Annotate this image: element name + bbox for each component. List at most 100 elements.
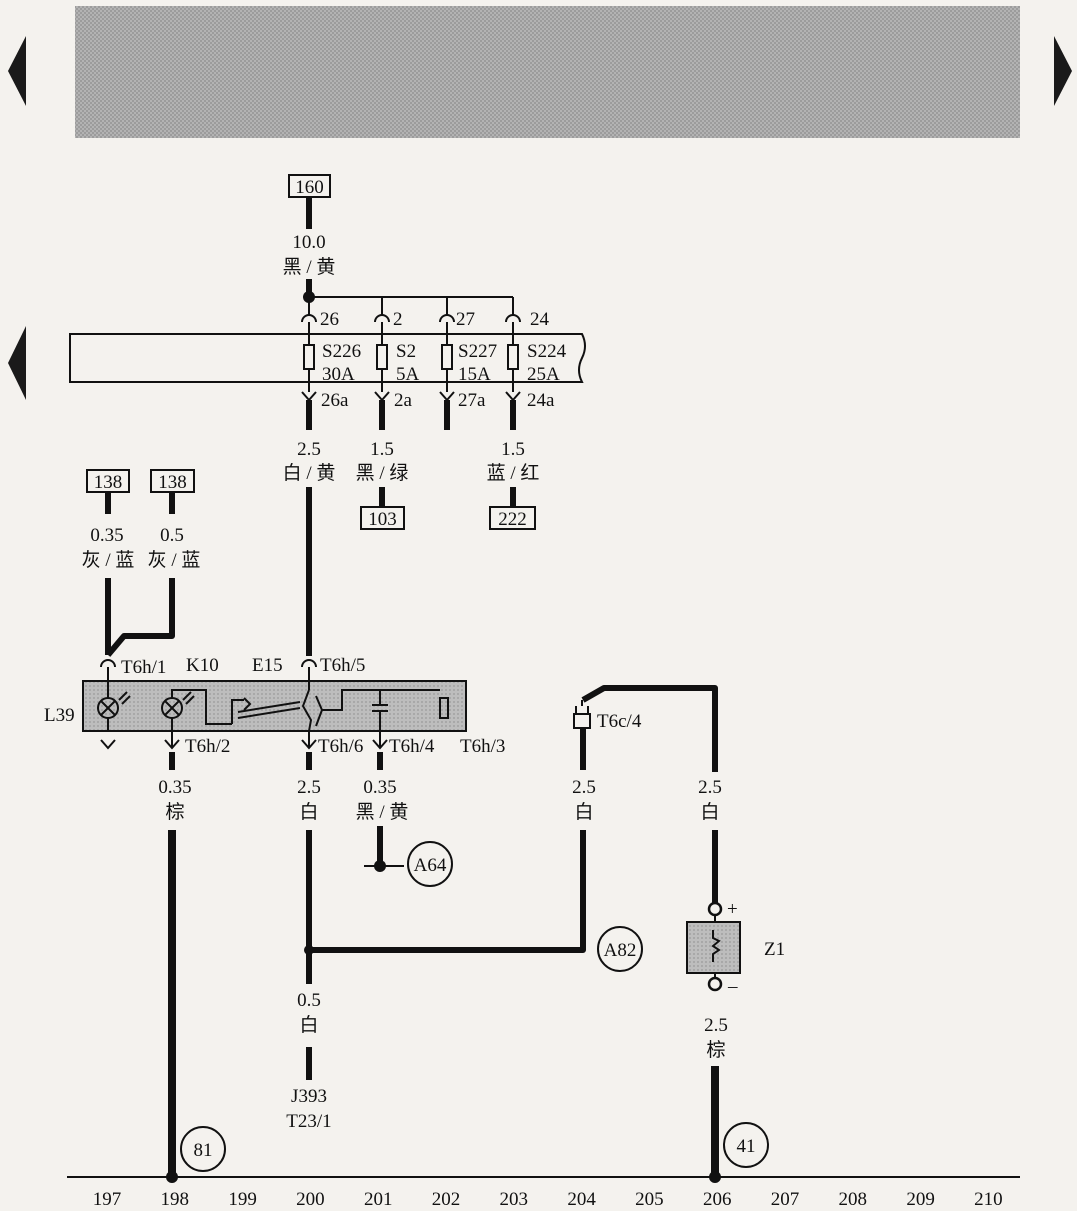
svg-text:A64: A64 bbox=[414, 855, 447, 876]
wire-26a-color: 白 / 黄 bbox=[283, 462, 336, 484]
main-wire-color: 黑 / 黄 bbox=[283, 256, 336, 278]
ref-box-103: 103 bbox=[360, 506, 405, 530]
fuse-s2: 2 S2 5A 2a bbox=[374, 309, 420, 430]
svg-text:26: 26 bbox=[320, 309, 339, 330]
axis-number: 210 bbox=[974, 1189, 1003, 1210]
pin-t6h3: T6h/3 bbox=[460, 736, 505, 757]
main-wire-gauge: 10.0 bbox=[292, 232, 325, 253]
axis-number: 209 bbox=[906, 1189, 935, 1210]
fuse-s226: 26 S226 30A 26a bbox=[301, 309, 361, 430]
wire-26a-gauge: 2.5 bbox=[297, 439, 321, 460]
pin-t6h4: T6h/4 bbox=[389, 736, 435, 757]
wire-t6h6-color: 白 bbox=[299, 801, 318, 823]
axis-number: 197 bbox=[93, 1189, 122, 1210]
wire-t6h4-gauge: 0.35 bbox=[363, 777, 396, 798]
label-e15: E15 bbox=[252, 655, 283, 676]
wire-j393-gauge: 0.5 bbox=[297, 990, 321, 1011]
wire-z1-bottom-color: 棕 bbox=[706, 1039, 725, 1061]
svg-text:2: 2 bbox=[393, 309, 403, 330]
svg-text:S2: S2 bbox=[396, 341, 416, 362]
heater-element-z1 bbox=[686, 901, 741, 992]
label-j393: J393 bbox=[291, 1086, 327, 1107]
wire-2a-color: 黑 / 绿 bbox=[356, 462, 409, 484]
axis-number: 201 bbox=[364, 1189, 393, 1210]
label-t23-1: T23/1 bbox=[286, 1111, 331, 1132]
svg-text:2a: 2a bbox=[394, 390, 413, 411]
svg-text:A82: A82 bbox=[604, 940, 637, 961]
svg-text:103: 103 bbox=[368, 509, 397, 530]
wire-j393-color: 白 bbox=[299, 1014, 318, 1036]
label-l39: L39 bbox=[44, 705, 75, 726]
connector-t6c4 bbox=[573, 700, 591, 729]
svg-text:25A: 25A bbox=[527, 364, 560, 385]
label-z1: Z1 bbox=[764, 939, 785, 960]
z1-minus: – bbox=[727, 976, 738, 997]
svg-text:30A: 30A bbox=[322, 364, 355, 385]
axis-number: 205 bbox=[635, 1189, 664, 1210]
svg-text:41: 41 bbox=[737, 1136, 756, 1157]
svg-text:5A: 5A bbox=[396, 364, 420, 385]
svg-text:24: 24 bbox=[530, 309, 550, 330]
axis-number: 198 bbox=[161, 1189, 190, 1210]
left-wire1-color: 灰 / 蓝 bbox=[82, 549, 135, 571]
wire-24a-color: 蓝 / 红 bbox=[487, 462, 540, 484]
ref-box-top: 160 bbox=[288, 174, 331, 198]
svg-text:138: 138 bbox=[94, 472, 123, 493]
wire-t6c-color: 白 bbox=[574, 801, 593, 823]
pin-t6h5: T6h/5 bbox=[320, 655, 365, 676]
next-page-arrow-icon[interactable] bbox=[1054, 36, 1072, 106]
ref-box-138-b: 138 bbox=[150, 469, 195, 493]
fuse-s224: 24 S224 25A 24a bbox=[505, 309, 567, 430]
ground-41: 41 bbox=[723, 1122, 769, 1168]
wire-t6c-gauge: 2.5 bbox=[572, 777, 596, 798]
ground-a82: A82 bbox=[597, 926, 643, 972]
svg-text:S224: S224 bbox=[527, 341, 567, 362]
axis-number: 202 bbox=[432, 1189, 461, 1210]
wire-z1-bottom-gauge: 2.5 bbox=[704, 1015, 728, 1036]
left-wire2-color: 灰 / 蓝 bbox=[148, 549, 201, 571]
svg-text:26a: 26a bbox=[321, 390, 349, 411]
svg-text:160: 160 bbox=[295, 177, 324, 198]
label-t6c4: T6c/4 bbox=[597, 711, 642, 732]
svg-text:15A: 15A bbox=[458, 364, 491, 385]
pin-t6h6: T6h/6 bbox=[318, 736, 363, 757]
svg-text:27a: 27a bbox=[458, 390, 486, 411]
header-band bbox=[75, 6, 1020, 138]
axis-number: 204 bbox=[567, 1189, 596, 1210]
pin-t6h2: T6h/2 bbox=[185, 736, 230, 757]
label-k10: K10 bbox=[186, 655, 219, 676]
fuse-s227: 27 S227 15A 27a bbox=[439, 309, 497, 430]
axis-number: 199 bbox=[228, 1189, 257, 1210]
axis-number: 200 bbox=[296, 1189, 325, 1210]
ground-a64: A64 bbox=[407, 841, 453, 887]
svg-text:138: 138 bbox=[158, 472, 187, 493]
svg-text:S226: S226 bbox=[322, 341, 361, 362]
pin-t6h1: T6h/1 bbox=[121, 657, 166, 678]
prev-page-arrow-icon[interactable] bbox=[8, 36, 26, 106]
left-wire1-gauge: 0.35 bbox=[90, 525, 123, 546]
ground-81: 81 bbox=[180, 1126, 226, 1172]
wire-z1-top-gauge: 2.5 bbox=[698, 777, 722, 798]
prev-section-arrow-icon[interactable] bbox=[8, 326, 26, 400]
axis-number: 208 bbox=[839, 1189, 868, 1210]
svg-text:S227: S227 bbox=[458, 341, 497, 362]
z1-plus: + bbox=[727, 899, 738, 920]
wire-24a-gauge: 1.5 bbox=[501, 439, 525, 460]
wire-t6h2-color: 棕 bbox=[165, 801, 184, 823]
svg-text:24a: 24a bbox=[527, 390, 555, 411]
wire-t6h2-gauge: 0.35 bbox=[158, 777, 191, 798]
fuse-box-outline bbox=[69, 333, 586, 383]
wire-z1-top-color: 白 bbox=[700, 801, 719, 823]
left-wire2-gauge: 0.5 bbox=[160, 525, 184, 546]
wire-2a-gauge: 1.5 bbox=[370, 439, 394, 460]
wire-t6h4-color: 黑 / 黄 bbox=[356, 801, 409, 823]
ref-box-222: 222 bbox=[489, 506, 536, 530]
wire-t6h6-gauge: 2.5 bbox=[297, 777, 321, 798]
ref-box-138-a: 138 bbox=[86, 469, 130, 493]
axis-number: 206 bbox=[703, 1189, 732, 1210]
svg-text:222: 222 bbox=[498, 509, 527, 530]
axis-number: 207 bbox=[771, 1189, 800, 1210]
svg-text:27: 27 bbox=[456, 309, 475, 330]
